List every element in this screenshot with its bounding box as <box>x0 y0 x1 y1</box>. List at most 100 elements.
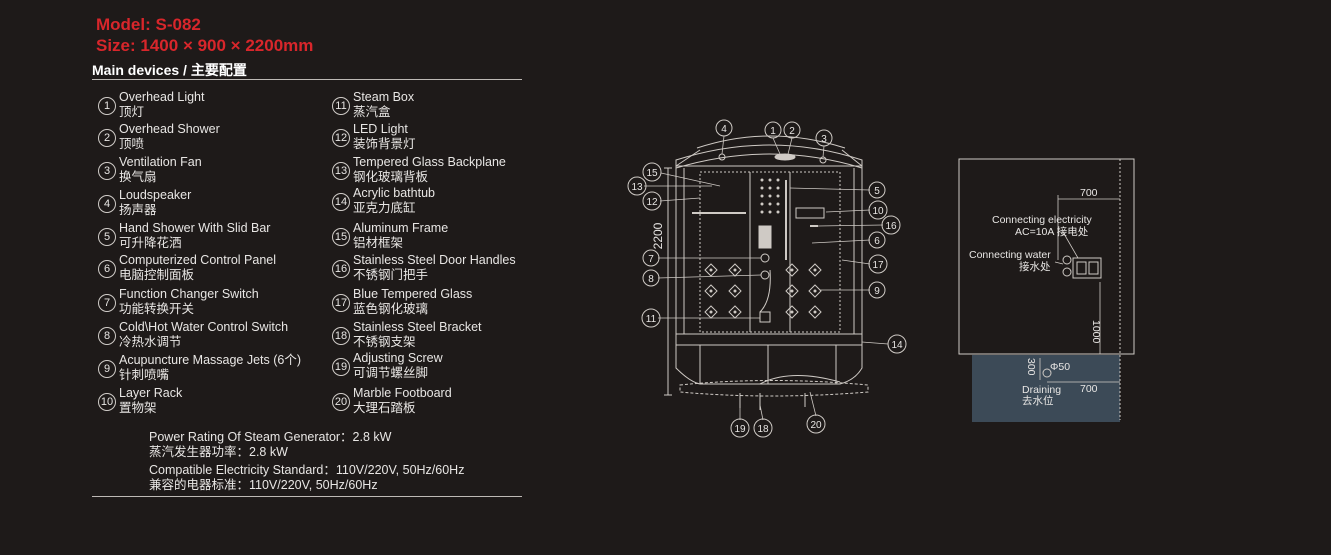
device-name-zh: 可升降花洒 <box>119 236 182 250</box>
massage-jet <box>728 284 742 298</box>
outer-frame <box>675 165 863 335</box>
dim-phi-label: Φ50 <box>1050 361 1070 373</box>
floor-area <box>972 355 1120 422</box>
callout-circle <box>642 162 662 182</box>
massage-jet <box>785 284 799 298</box>
electricity-label: Connecting electricity <box>992 214 1093 226</box>
callout-number: 5 <box>874 186 880 197</box>
callout-circle <box>868 231 886 249</box>
device-name-zh: 顶喷 <box>119 137 145 151</box>
callout-circle <box>730 418 750 438</box>
socket-outlet <box>1076 261 1087 275</box>
rear-frame-top <box>696 135 846 149</box>
device-name-en: Overhead Shower <box>119 122 220 136</box>
rear-glass-panel <box>699 171 841 333</box>
device-number: 19 <box>332 358 350 376</box>
shower-hose <box>759 269 771 313</box>
water-connector <box>1062 255 1072 265</box>
steam-box <box>759 311 771 323</box>
socket-box <box>1072 257 1102 279</box>
callout-number: 20 <box>810 420 822 431</box>
model-number: Model: S-082 <box>96 15 201 34</box>
callout-number: 18 <box>757 424 769 435</box>
callout-circle <box>764 121 782 139</box>
device-name-zh: 不锈钢门把手 <box>353 268 429 282</box>
callout-circle <box>642 269 660 287</box>
heading-rule <box>92 79 522 80</box>
callout-circle <box>783 121 801 139</box>
device-number: 3 <box>98 162 116 180</box>
control-panel <box>758 225 772 249</box>
callout-number: 13 <box>631 182 643 193</box>
callout-number: 6 <box>874 236 880 247</box>
device-name-en: Blue Tempered Glass <box>353 287 473 301</box>
massage-jet <box>704 263 718 277</box>
device-name-zh: 换气扇 <box>119 170 157 184</box>
massage-jet <box>808 263 822 277</box>
callout-number: 19 <box>734 424 746 435</box>
frame-slope-right <box>841 149 863 167</box>
marble-footboard <box>679 380 869 397</box>
callout-circle <box>868 281 886 299</box>
device-name-zh: 功能转换开关 <box>119 302 195 316</box>
device-name-en: LED Light <box>353 122 408 136</box>
callout-number: 7 <box>648 254 654 265</box>
footboard-curve <box>759 375 841 385</box>
water-zh-label: 接水处 <box>1019 260 1051 273</box>
device-name-zh: 置物架 <box>119 401 157 415</box>
function-switch <box>760 253 770 263</box>
massage-jet <box>808 284 822 298</box>
device-name-en: Overhead Light <box>119 90 205 104</box>
dim-300-label: 300 <box>1025 358 1037 376</box>
callout-number: 4 <box>721 124 727 135</box>
shower-front-view <box>664 135 869 410</box>
drain-zh-label: 去水位 <box>1022 394 1054 407</box>
device-number: 18 <box>332 327 350 345</box>
device-name-zh: 装饰背景灯 <box>353 137 416 151</box>
device-number: 4 <box>98 195 116 213</box>
callout-circle <box>868 254 888 274</box>
device-name-zh: 可调节螺丝脚 <box>353 366 429 380</box>
device-number: 10 <box>98 393 116 411</box>
device-number: 11 <box>332 97 350 115</box>
device-number: 9 <box>98 360 116 378</box>
callout-circle <box>806 414 826 434</box>
roof-panel <box>675 144 863 169</box>
drain-label: Draining <box>1022 384 1061 396</box>
device-name-en: Function Changer Switch <box>119 287 259 301</box>
device-name-en: Acrylic bathtub <box>353 186 435 200</box>
electricity-spec-label: AC=10A 接电处 <box>1015 225 1089 238</box>
device-name-en: Steam Box <box>353 90 415 104</box>
installation-labels: 700 Connecting electricity AC=10A 接电处 Co… <box>969 187 1102 407</box>
callout-circle <box>753 418 773 438</box>
bathtub <box>675 333 863 385</box>
device-number: 8 <box>98 327 116 345</box>
water-connector <box>1062 267 1072 277</box>
callout-circle <box>642 249 660 267</box>
drain-hole <box>1042 368 1052 378</box>
callout-circle <box>642 191 662 211</box>
callout-number: 3 <box>821 134 827 145</box>
power-rating-en: Power Rating Of Steam Generator：2.8 kW <box>149 430 392 444</box>
installation-view <box>958 158 1135 422</box>
led-light-dots <box>760 178 780 214</box>
electricity-leader <box>1062 231 1079 259</box>
electricity-standard-en: Compatible Electricity Standard：110V/220… <box>149 463 465 477</box>
callout-number: 1 <box>770 126 776 137</box>
height-dimension-label: 2200 <box>651 222 665 249</box>
callout-number: 8 <box>648 274 654 285</box>
device-number: 13 <box>332 162 350 180</box>
callout-number: 10 <box>872 206 884 217</box>
bottom-rule <box>92 496 522 497</box>
